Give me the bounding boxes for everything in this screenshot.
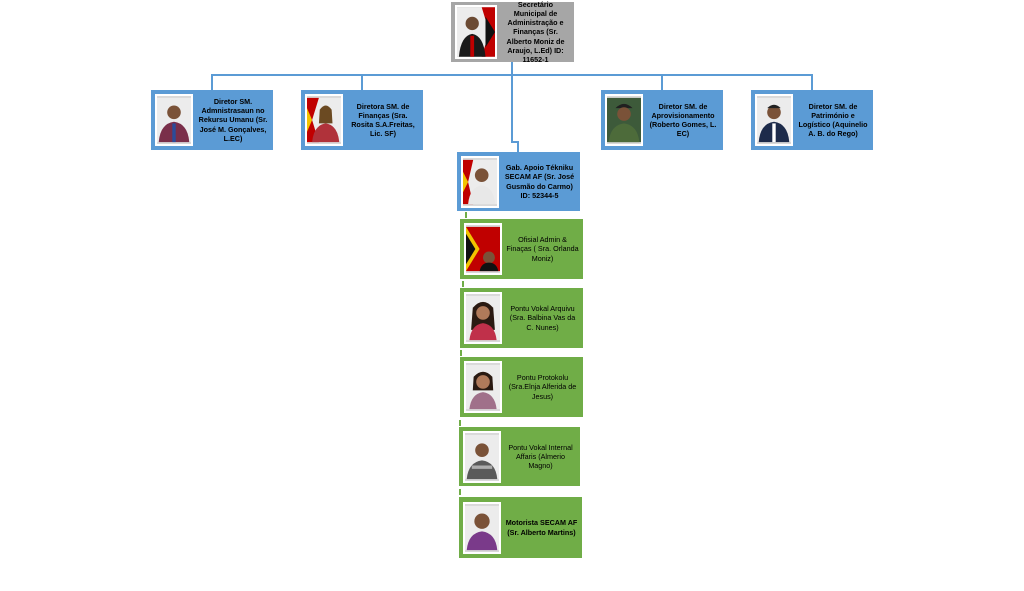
node-staff-driver: Motorista SECAM AF (Sr. Alberto Martins): [459, 497, 582, 558]
staff-connector-tick: [459, 489, 461, 495]
staff-connector-tick: [459, 420, 461, 426]
person-photo: [305, 94, 343, 146]
person-photo: [464, 223, 502, 275]
node-director-finance: Diretora SM. de Finanças (Sra. Rosita S.…: [301, 90, 423, 150]
person-photo: [464, 361, 502, 413]
node-staff-archive: Pontu Vokal Arquivu (Sra. Balbina Vas da…: [460, 288, 583, 348]
node-label: Diretor SM. de Património e Logístico (A…: [798, 101, 868, 139]
node-label: Pontu Vokal Internal Affaris (Almerio Ma…: [508, 442, 573, 471]
connector-to-gab: [517, 141, 519, 152]
person-photo: [755, 94, 793, 146]
node-label: Diretora SM. de Finanças (Sra. Rosita S.…: [351, 101, 415, 139]
node-director-procurement: Diretor SM. de Aprovisionamento (Roberto…: [601, 90, 723, 150]
staff-connector-tick: [460, 350, 462, 356]
node-label: Diretor SM. Admnistrasaun no Rekursu Uma…: [198, 96, 268, 143]
person-photo: [605, 94, 643, 146]
node-director-patrimony: Diretor SM. de Património e Logístico (A…: [751, 90, 873, 150]
person-photo: [463, 501, 501, 554]
node-label: Motorista SECAM AF (Sr. Alberto Martins): [505, 518, 578, 537]
node-label: Pontu Vokal Arquivu (Sra. Balbina Vas da…: [509, 304, 576, 332]
node-director-hr: Diretor SM. Admnistrasaun no Rekursu Uma…: [151, 90, 273, 150]
node-staff-internal-affairs: Pontu Vokal Internal Affaris (Almerio Ma…: [459, 427, 580, 486]
connector-drop-3: [661, 74, 663, 91]
connector-drop-2: [361, 74, 363, 91]
node-secretary: Secretário Municipal de Administração e …: [451, 0, 574, 65]
person-photo: [455, 5, 497, 59]
node-label: Gab. Apoio Tékniku SECAM AF (Sr. José Gu…: [504, 163, 575, 200]
staff-connector-tick: [465, 212, 467, 218]
staff-connector-tick: [462, 281, 464, 287]
person-photo: [464, 292, 502, 344]
node-staff-admin: Ofisial Admin & Finaças ( Sra. Orlanda M…: [460, 219, 583, 279]
connector-center-down: [511, 74, 513, 142]
connector-drop-1: [211, 74, 213, 91]
node-gab-apoio: Gab. Apoio Tékniku SECAM AF (Sr. José Gu…: [457, 152, 580, 211]
node-label: Pontu Protokolu (Sra.Elnja Alferida de J…: [508, 373, 577, 401]
person-photo: [155, 94, 193, 146]
node-staff-protocol: Pontu Protokolu (Sra.Elnja Alferida de J…: [460, 357, 583, 417]
person-photo: [461, 155, 499, 208]
connector-drop-4: [811, 74, 813, 91]
node-label: Diretor SM. de Aprovisionamento (Roberto…: [649, 101, 717, 139]
connector-top-down: [511, 62, 513, 75]
node-label: Secretário Municipal de Administração e …: [506, 0, 565, 65]
person-photo: [463, 430, 501, 483]
node-label: Ofisial Admin & Finaças ( Sra. Orlanda M…: [506, 235, 579, 263]
connector-center-offset: [511, 141, 519, 143]
